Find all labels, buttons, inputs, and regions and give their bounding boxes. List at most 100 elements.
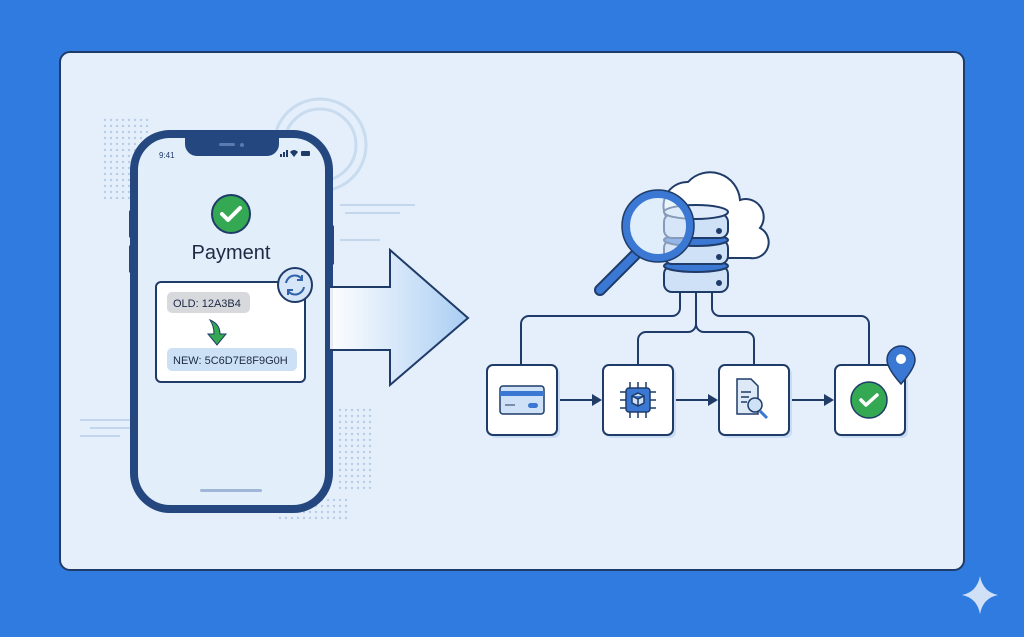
decor-dot [344, 456, 348, 460]
decor-dot [362, 486, 366, 490]
decor-dot [338, 480, 342, 484]
decor-dot [350, 456, 354, 460]
decor-dot [362, 408, 366, 412]
sparkle-icon [962, 576, 998, 614]
decor-dot [127, 160, 131, 164]
decor-dot [139, 118, 143, 122]
decor-dot [121, 154, 125, 158]
decor-dot [109, 124, 113, 128]
decor-dot [356, 432, 360, 436]
decor-dot [338, 450, 342, 454]
decor-dot [362, 426, 366, 430]
decor-dot [356, 438, 360, 442]
decor-dot [278, 516, 282, 520]
decor-dot [368, 414, 372, 418]
step-review[interactable] [718, 364, 792, 438]
decor-dot [368, 420, 372, 424]
decor-dot [356, 462, 360, 466]
decor-dot [368, 438, 372, 442]
decor-dot [356, 414, 360, 418]
decor-dot [127, 190, 131, 194]
decor-dot [350, 444, 354, 448]
decor-dot [368, 456, 372, 460]
decor-dot [115, 166, 119, 170]
connectors [520, 292, 870, 401]
decor-dot [103, 184, 107, 188]
decor-dot [344, 510, 348, 514]
decor-dot [314, 516, 318, 520]
decor-dot [121, 124, 125, 128]
decor-dot [362, 432, 366, 436]
decor-dot [344, 474, 348, 478]
decor-dot [133, 130, 137, 134]
decor-dot [350, 474, 354, 478]
decor-dot [344, 432, 348, 436]
decor-dot [103, 178, 107, 182]
decor-dot [320, 510, 324, 514]
decor-dot [127, 196, 131, 200]
decor-dot [368, 408, 372, 412]
decor-dot [338, 486, 342, 490]
decor-dot [121, 184, 125, 188]
decor-dot [139, 130, 143, 134]
decor-dot [344, 420, 348, 424]
decor-dot [121, 118, 125, 122]
decor-dot [368, 474, 372, 478]
decor-dot [103, 118, 107, 122]
decor-dot [127, 130, 131, 134]
decor-dot [356, 450, 360, 454]
decor-dot [109, 154, 113, 158]
decor-dot [109, 166, 113, 170]
decor-dot [344, 516, 348, 520]
decor-dot [133, 142, 137, 146]
decor-dot [115, 148, 119, 152]
decor-dot [121, 148, 125, 152]
decor-dot [362, 438, 366, 442]
decor-dot [121, 142, 125, 146]
decor-dot [344, 468, 348, 472]
decor-dot [344, 498, 348, 502]
decor-dot [109, 118, 113, 122]
decor-dot [115, 142, 119, 146]
decor-dot [368, 432, 372, 436]
decor-dot [350, 426, 354, 430]
decor-dot [368, 480, 372, 484]
decor-dot [115, 136, 119, 140]
decor-dot [145, 124, 149, 128]
step-card[interactable] [486, 364, 560, 438]
decor-dot [362, 420, 366, 424]
status-time: 9:41 [159, 151, 175, 160]
decor-dot [115, 154, 119, 158]
decor-dot [338, 438, 342, 442]
decor-dot [356, 408, 360, 412]
decor-dot [350, 486, 354, 490]
decor-dot [133, 124, 137, 128]
decor-dot [103, 136, 107, 140]
document-search-icon [736, 378, 769, 420]
decor-dot [344, 438, 348, 442]
decor-dot [109, 148, 113, 152]
decor-dot [109, 190, 113, 194]
decor-dot [302, 516, 306, 520]
decor-dot [338, 432, 342, 436]
down-arrow-icon [206, 318, 228, 346]
decor-dot [127, 124, 131, 128]
decor-dot [109, 136, 113, 140]
decor-dot [109, 142, 113, 146]
magnifier-icon [594, 189, 695, 296]
decor-dot [350, 408, 354, 412]
decor-dot [320, 516, 324, 520]
decor-dot [109, 178, 113, 182]
decor-dot [115, 124, 119, 128]
decor-dot [332, 516, 336, 520]
decor-dot [103, 124, 107, 128]
decor-dot [338, 420, 342, 424]
decor-dot [350, 468, 354, 472]
step-confirmed[interactable] [834, 345, 916, 438]
step-processor[interactable] [602, 364, 676, 438]
decor-dot [362, 462, 366, 466]
decor-dot [344, 450, 348, 454]
refresh-icon[interactable] [277, 267, 313, 303]
decor-dot [109, 172, 113, 176]
